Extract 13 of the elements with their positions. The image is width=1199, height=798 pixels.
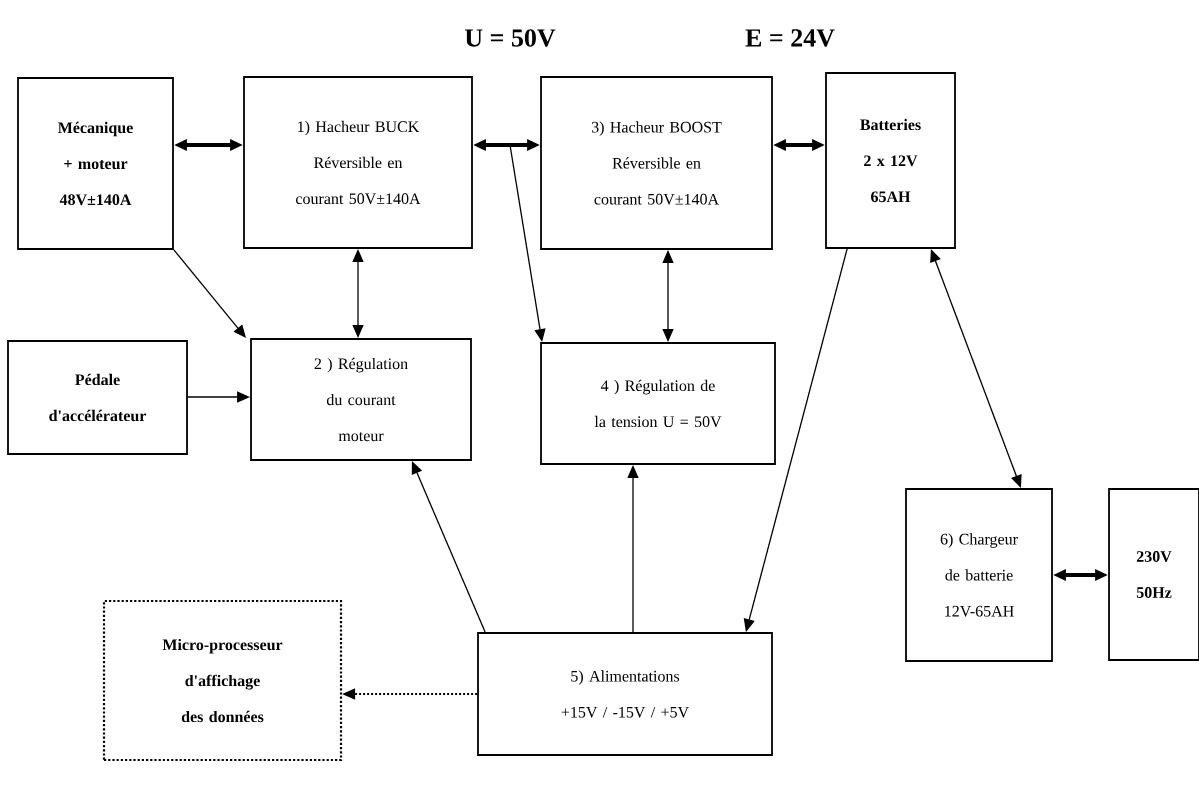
process-box: 3) Hacheur BOOST Réversible en courant 50V±140A (540, 76, 773, 250)
process-box: 4 ) Régulation de la tension U = 50V (540, 342, 776, 465)
voltage-label: E = 24V (745, 29, 835, 47)
source-box: Mécanique + moteur 48V±140A (17, 77, 174, 250)
display-box: Micro-processeur d'affichage des données (102, 599, 343, 762)
voltage-label: U = 50V (464, 29, 556, 47)
process-box: 1) Hacheur BUCK Réversible en courant 50V±140A (243, 76, 473, 249)
process-box: 5) Alimentations +15V / -15V / +5V (477, 632, 773, 756)
source-box: Pédale d'accélérateur (7, 340, 188, 455)
source-box: Batteries 2 x 12V 65AH (825, 72, 956, 249)
process-box: 6) Chargeur de batterie 12V-65AH (905, 488, 1053, 662)
process-box: 2 ) Régulation du courant moteur (250, 338, 472, 461)
source-box: 230V 50Hz (1108, 488, 1199, 661)
